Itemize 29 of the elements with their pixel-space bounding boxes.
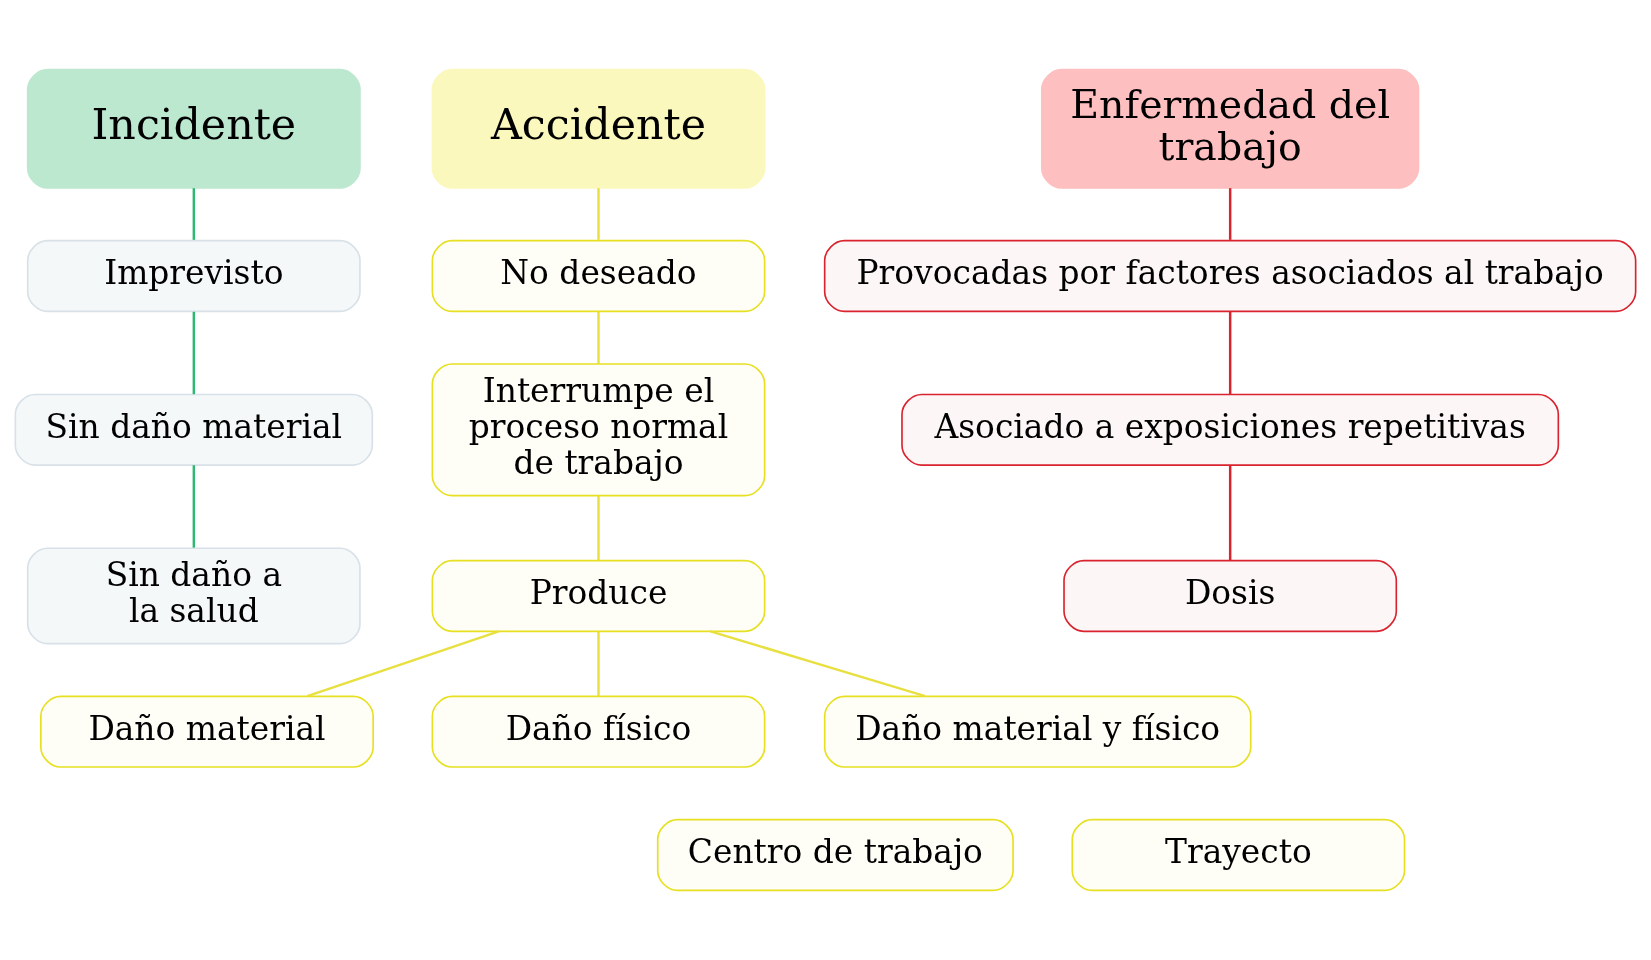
node-box: Asociado a exposiciones repetitivas bbox=[901, 393, 1560, 466]
connector bbox=[1228, 465, 1232, 561]
connector bbox=[597, 188, 600, 240]
connector bbox=[192, 188, 196, 240]
node-box: Daño material y físico bbox=[823, 695, 1252, 768]
connector bbox=[1228, 188, 1232, 240]
connector bbox=[597, 311, 600, 364]
node-box: Centro de trabajo bbox=[656, 818, 1014, 892]
node-box: Daño material bbox=[40, 695, 374, 768]
node-box: Accidente bbox=[431, 68, 766, 189]
node-box: Sin daño a la salud bbox=[26, 547, 361, 645]
node-box: No deseado bbox=[431, 239, 766, 313]
node-box: Provocadas por factores asociados al trabajo bbox=[823, 239, 1637, 313]
node-box: Enfermedad del trabajo bbox=[1041, 68, 1420, 189]
connector bbox=[192, 465, 196, 548]
node-box: Interrumpe el proceso normal de trabajo bbox=[431, 363, 766, 497]
node-box: Imprevisto bbox=[26, 239, 361, 313]
node-box: Produce bbox=[431, 559, 766, 633]
node-box: Sin daño material bbox=[14, 393, 374, 466]
node-box: Incidente bbox=[26, 68, 361, 189]
connector bbox=[192, 311, 196, 395]
connector bbox=[306, 630, 500, 698]
connector bbox=[1228, 311, 1232, 395]
node-box: Daño físico bbox=[431, 695, 766, 768]
connector bbox=[597, 495, 600, 561]
node-box: Dosis bbox=[1063, 559, 1398, 633]
connector bbox=[710, 630, 926, 698]
connector bbox=[597, 631, 600, 697]
node-box: Trayecto bbox=[1071, 818, 1406, 892]
